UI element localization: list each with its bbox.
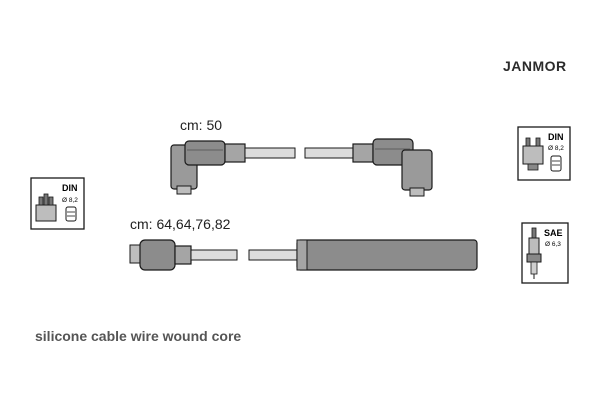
right-top-badge-size: Ø 8,2	[548, 145, 564, 152]
mid-straight-boot	[129, 239, 192, 271]
cable-description-caption: silicone cable wire wound core	[35, 328, 242, 344]
mid-ignition-lead	[129, 239, 478, 271]
top-wire-segment-left	[244, 147, 296, 159]
boot-terminal-icon	[65, 206, 77, 222]
mid-wire-segment-left	[190, 249, 238, 261]
brand-name: JANMOR	[503, 58, 567, 74]
left-din-badge: DIN Ø 8,2	[30, 177, 85, 230]
right-sae-badge: SAE Ø 6,3	[521, 222, 569, 284]
mid-wire-segment-right	[248, 249, 298, 261]
boot-terminal-icon	[550, 155, 562, 172]
top-left-angled-boot	[170, 140, 246, 195]
right-bottom-badge-size: Ø 6,3	[545, 241, 561, 248]
long-sheath-boot	[296, 239, 478, 271]
right-top-badge-standard: DIN	[548, 132, 564, 142]
right-bottom-badge-standard: SAE	[544, 228, 563, 238]
left-badge-size: Ø 8,2	[62, 197, 78, 204]
distributor-cap-icon	[522, 137, 544, 171]
top-ignition-lead	[170, 138, 433, 197]
left-badge-standard: DIN	[62, 183, 78, 193]
spark-plug-icon	[526, 227, 542, 279]
distributor-cap-icon	[35, 193, 57, 222]
top-right-angled-boot	[352, 138, 433, 197]
right-din-badge: DIN Ø 8,2	[517, 126, 571, 181]
top-wire-segment-right	[304, 147, 354, 159]
top-lead-length-label: cm: 50	[180, 117, 223, 133]
mid-leads-length-label: cm: 64,64,76,82	[130, 216, 231, 232]
